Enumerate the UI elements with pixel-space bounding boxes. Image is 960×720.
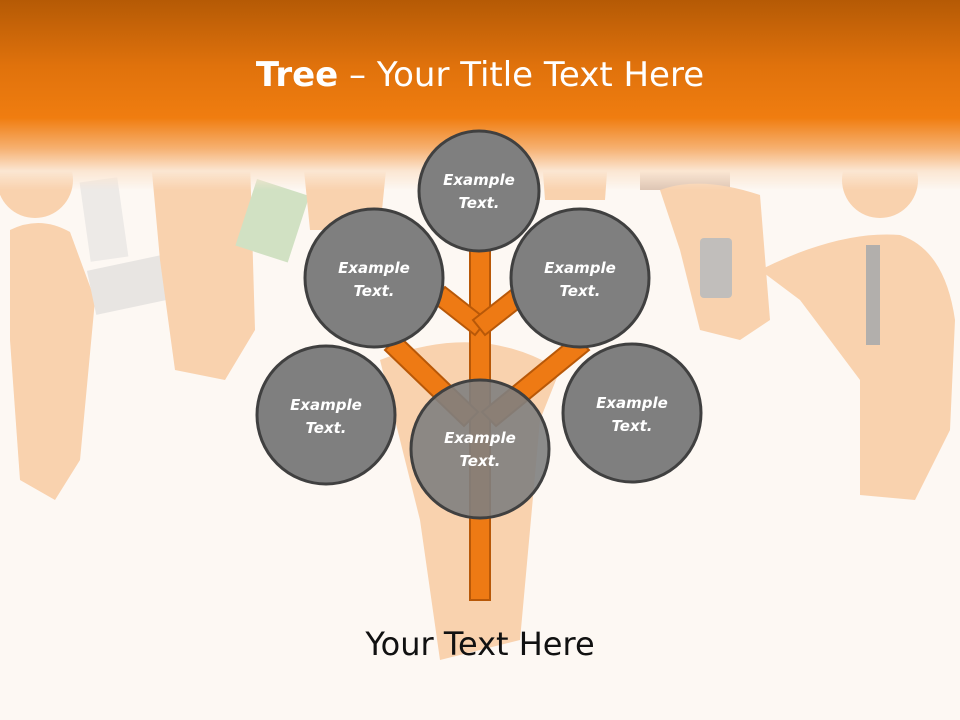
folder-icon — [235, 178, 310, 263]
node-text-line2: Text. — [353, 282, 394, 300]
node-text-line1: Example — [544, 259, 616, 277]
figure-body — [660, 183, 770, 340]
node-circle — [417, 129, 541, 253]
node-top: Example Text. — [417, 129, 541, 253]
page-title: Tree – Your Title Text Here — [0, 52, 960, 98]
node-circle — [255, 344, 397, 486]
node-text-line1: Example — [443, 171, 515, 189]
node-text-line2: Text. — [305, 419, 346, 437]
node-circle — [409, 378, 551, 520]
phone-icon — [700, 238, 732, 298]
node-text-line1: Example — [290, 396, 362, 414]
node-center: Example Text. — [409, 378, 551, 520]
laptop-keyboard — [86, 247, 204, 315]
node-text-line1: Example — [596, 394, 668, 412]
figure-body — [150, 142, 255, 380]
node-circle — [561, 342, 703, 484]
node-circle — [303, 207, 445, 349]
node-text-line1: Example — [444, 429, 516, 447]
figure-body — [10, 222, 95, 500]
node-text-line2: Text. — [611, 417, 652, 435]
title-separator: – — [338, 55, 377, 95]
title-text: Your Title Text Here — [376, 55, 705, 95]
node-circle — [509, 207, 651, 349]
node-upper-right: Example Text. — [509, 207, 651, 349]
footer-text: Your Text Here — [365, 625, 595, 663]
node-text-line1: Example — [338, 259, 410, 277]
laptop-icon — [79, 177, 129, 262]
title-bold: Tree — [255, 55, 339, 95]
node-text-line2: Text. — [459, 452, 500, 470]
node-middle-right: Example Text. — [561, 342, 703, 484]
node-text-line2: Text. — [458, 194, 499, 212]
node-text-line2: Text. — [559, 282, 600, 300]
node-upper-left: Example Text. — [303, 207, 445, 349]
figure-body — [760, 234, 955, 500]
tie-icon — [866, 245, 880, 345]
node-middle-left: Example Text. — [255, 344, 397, 486]
